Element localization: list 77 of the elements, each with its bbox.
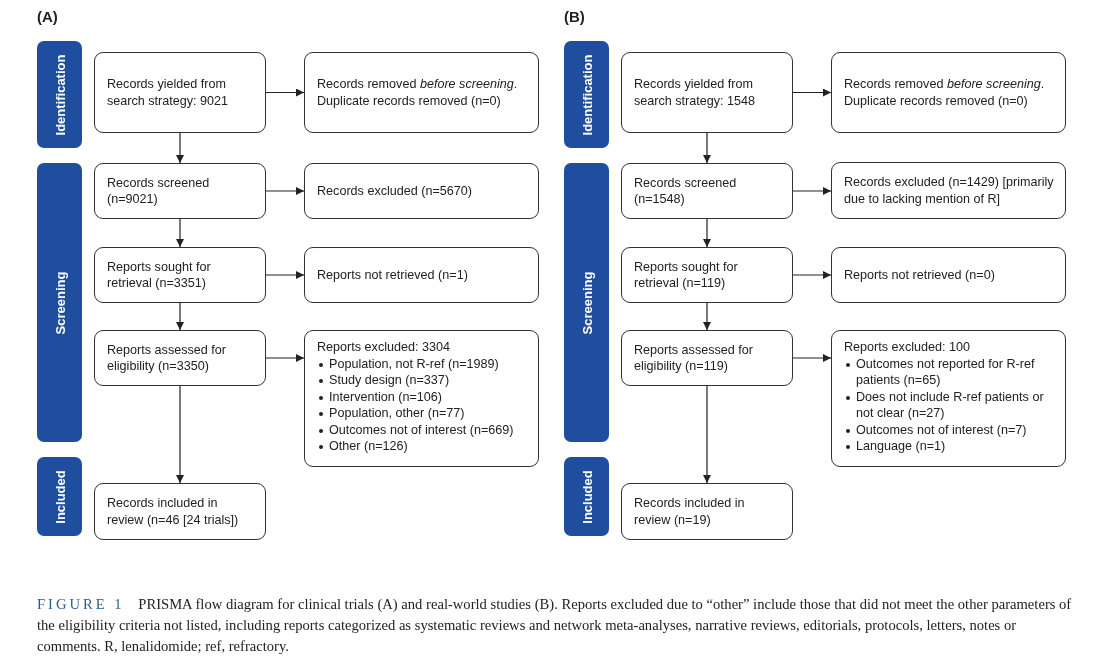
figure-caption: FIGURE 1 PRISMA flow diagram for clinical trials (A) and real-world studies (B). Reports excluded due to “other” include those that did not meet the other parameters of the eligibility criteria not listed, including reports categorized as systematic reviews and network meta-analyses, narrative reviews, editorials, protocols, letters, notes or comments. R, lenalidomide; ref, refractory. bbox=[37, 595, 1073, 656]
process-box bbox=[831, 330, 1066, 467]
bullet-item: Study design (n=337) bbox=[329, 372, 450, 389]
arrow bbox=[792, 88, 832, 97]
arrow bbox=[792, 187, 832, 195]
process-box bbox=[621, 330, 793, 386]
bullet-item: Does not include R-ref patients or not clear (n=27) bbox=[856, 388, 1045, 422]
box-text: Records removed before screening. Duplicate records removed (n=0) bbox=[844, 76, 1046, 109]
bullet-item: Population, other (n=77) bbox=[329, 405, 465, 422]
phase-band bbox=[37, 457, 82, 536]
bullet-item: Language (n=1) bbox=[856, 438, 946, 455]
phase-band bbox=[564, 457, 609, 536]
process-box bbox=[831, 162, 1066, 219]
box-text: Reports assessed for eligibility (n=3350) bbox=[107, 341, 227, 375]
arrow bbox=[176, 132, 184, 164]
process-box bbox=[621, 247, 793, 303]
box-text: Records screened (n=9021) bbox=[107, 174, 211, 208]
bullet-item: Other (n=126) bbox=[329, 438, 408, 455]
box-text: Records excluded (n=5670) bbox=[317, 182, 474, 200]
arrow bbox=[176, 385, 184, 484]
process-box bbox=[94, 483, 266, 540]
box-text: Records yielded from search strategy: 1548 bbox=[634, 76, 757, 109]
phase-label: Identification bbox=[579, 54, 594, 135]
process-box bbox=[621, 483, 793, 540]
box-text: Reports not retrieved (n=0) bbox=[844, 266, 996, 284]
box-text: Records included in review (n=19) bbox=[634, 495, 746, 528]
phase-label: Screening bbox=[579, 271, 594, 334]
box-text: Reports sought for retrieval (n=119) bbox=[634, 258, 739, 292]
arrow bbox=[703, 132, 711, 164]
process-box bbox=[304, 163, 539, 219]
box-text: Reports not retrieved (n=1) bbox=[317, 266, 469, 284]
process-box bbox=[831, 52, 1066, 133]
process-box bbox=[831, 247, 1066, 303]
process-box bbox=[621, 163, 793, 219]
arrow bbox=[176, 218, 184, 248]
box-text: Reports excluded: 3304 bbox=[317, 339, 452, 356]
box-text: Records excluded (n=1429) [primarily due to lacking mention of R] bbox=[844, 174, 1055, 207]
box-text: Records removed before screening. Duplicate records removed (n=0) bbox=[317, 76, 519, 109]
bullet-item: Outcomes not of interest (n=7) bbox=[856, 421, 1027, 438]
box-text: Records yielded from search strategy: 9021 bbox=[107, 76, 230, 109]
process-box bbox=[621, 52, 793, 133]
bullet-item: Outcomes not of interest (n=669) bbox=[329, 421, 514, 438]
bullet-item: Population, not R-ref (n=1989) bbox=[329, 355, 499, 372]
process-box bbox=[94, 247, 266, 303]
arrow bbox=[265, 88, 305, 97]
box-text: Records included in review (n=46 [24 trials]) bbox=[107, 495, 240, 528]
phase-label: Included bbox=[52, 469, 67, 524]
arrow bbox=[265, 187, 305, 195]
process-box bbox=[304, 52, 539, 133]
process-box bbox=[94, 52, 266, 133]
panel-label: (A) bbox=[37, 8, 58, 25]
panel-label: (B) bbox=[564, 8, 585, 25]
phase-band bbox=[37, 41, 82, 148]
box-text: Reports excluded: 100 bbox=[844, 339, 972, 356]
arrow bbox=[703, 302, 711, 331]
arrow bbox=[265, 354, 305, 362]
arrow bbox=[176, 302, 184, 331]
box-text: Reports assessed for eligibility (n=119) bbox=[634, 341, 754, 375]
arrow bbox=[265, 271, 305, 279]
phase-band bbox=[37, 163, 82, 442]
phase-label: Screening bbox=[52, 271, 67, 334]
bullet-item: Outcomes not reported for R-ref patients (n=65) bbox=[856, 355, 1036, 389]
phase-label: Identification bbox=[52, 54, 67, 135]
phase-label: Included bbox=[579, 469, 594, 524]
process-box bbox=[94, 163, 266, 219]
phase-band bbox=[564, 41, 609, 148]
arrow bbox=[792, 271, 832, 279]
arrow bbox=[703, 218, 711, 248]
process-box bbox=[94, 330, 266, 386]
process-box bbox=[304, 330, 539, 467]
process-box bbox=[304, 247, 539, 303]
arrow bbox=[703, 385, 711, 484]
bullet-item: Intervention (n=106) bbox=[329, 388, 443, 405]
phase-band bbox=[564, 163, 609, 442]
box-text: Records screened (n=1548) bbox=[634, 174, 738, 208]
arrow bbox=[792, 354, 832, 362]
box-text: Reports sought for retrieval (n=3351) bbox=[107, 258, 212, 292]
